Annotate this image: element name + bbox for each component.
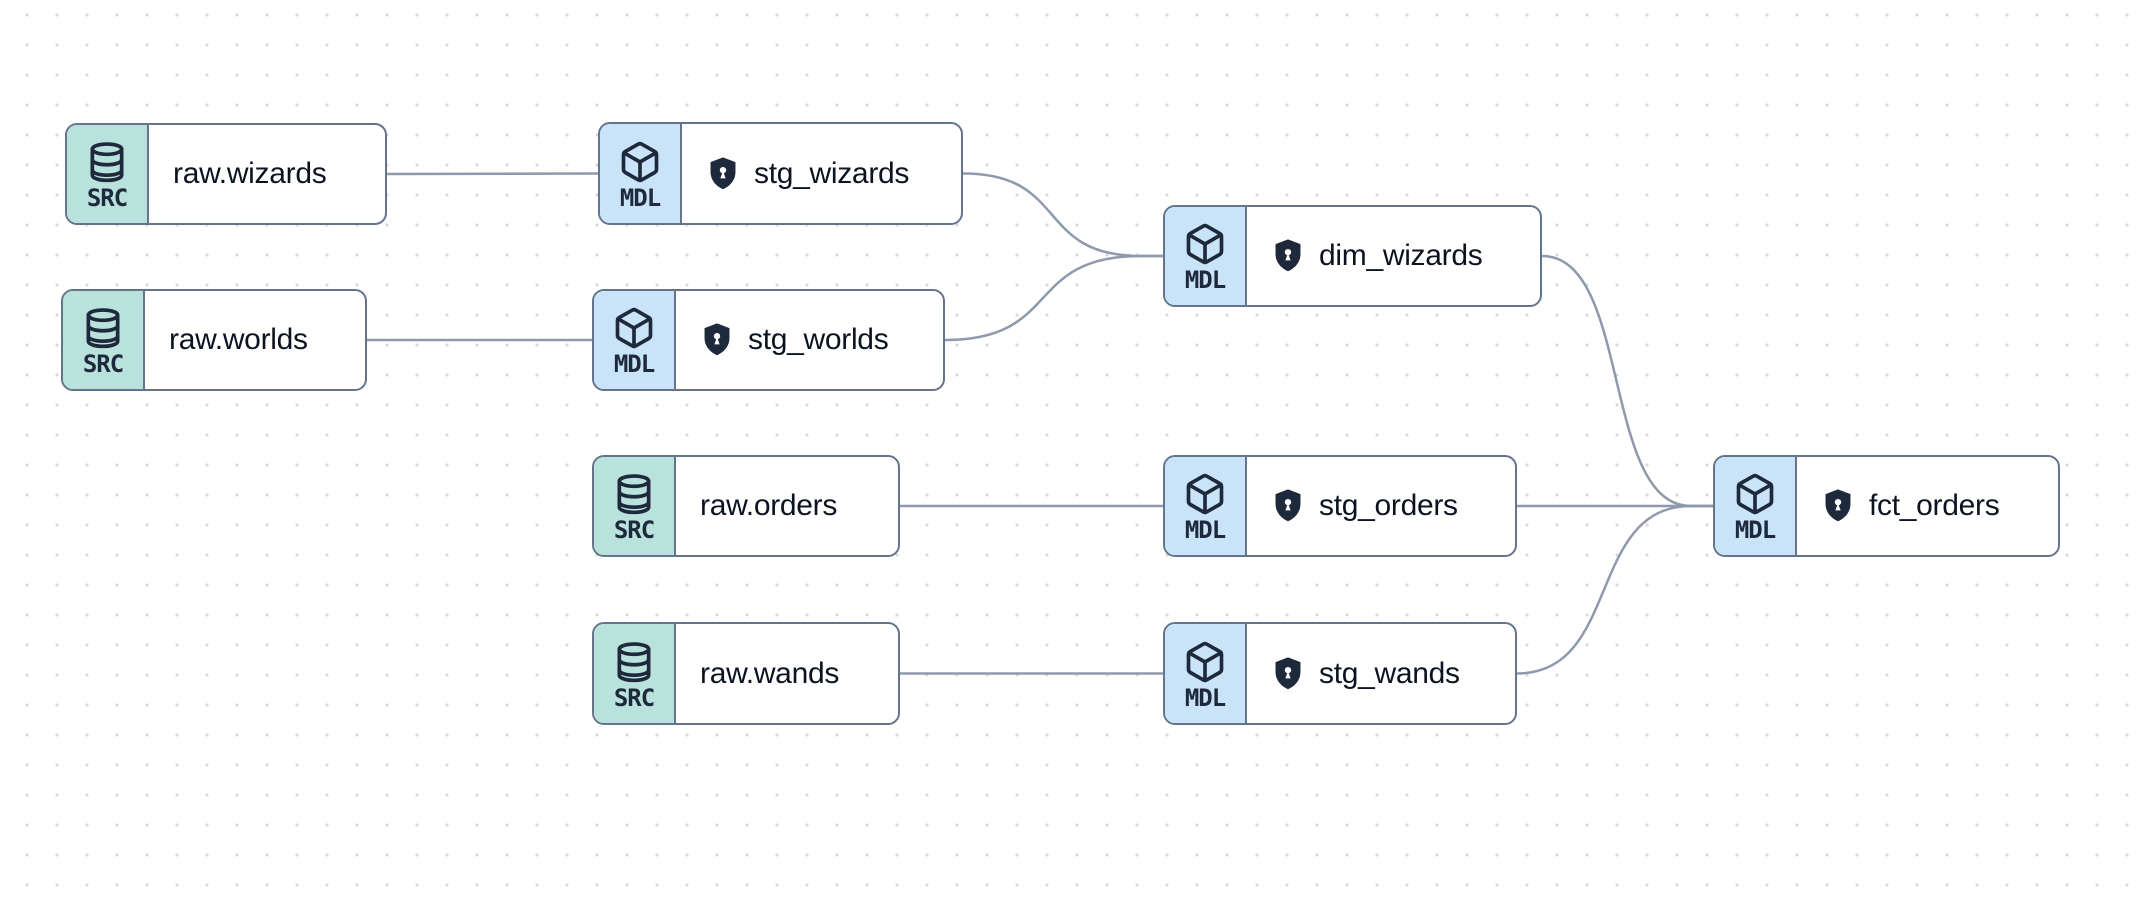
node-label: raw.orders [700,489,838,522]
edge-stg_wizards-dim_wizards [961,172,1165,258]
database-icon [85,140,129,184]
node-type-label: SRC [86,184,128,213]
node-type-badge: SRC [594,457,676,555]
node-type-badge: SRC [594,624,676,723]
node-type-badge: MDL [1715,457,1797,555]
edge-dim_wizards-fct_orders [1540,254,1715,508]
node-type-label: SRC [613,516,655,545]
cube-icon [1733,472,1777,516]
node-raw_worlds[interactable]: SRC raw.worlds [61,289,367,391]
node-type-label: SRC [82,350,124,379]
shield-lock-icon [1271,488,1305,524]
node-type-label: SRC [613,683,655,712]
node-stg_wizards[interactable]: MDL stg_wizards [598,122,963,225]
node-body: raw.wizards [149,125,385,223]
node-label: raw.worlds [169,323,308,356]
node-type-label: MDL [1184,266,1226,295]
node-body: raw.worlds [145,291,365,389]
node-body: fct_orders [1797,457,2058,555]
node-type-label: MDL [1184,683,1226,712]
shield-lock-icon [1821,488,1855,524]
node-stg_worlds[interactable]: MDL stg_worlds [592,289,945,391]
node-label: raw.wands [700,656,840,690]
node-type-label: MDL [1734,516,1776,545]
node-type-label: MDL [1184,516,1226,545]
node-body: stg_wizards [682,124,961,223]
shield-lock-icon [706,156,740,192]
node-body: raw.wands [676,624,898,723]
node-body: stg_wands [1247,624,1515,723]
node-stg_wands[interactable]: MDL stg_wands [1163,622,1517,725]
node-fct_orders[interactable]: MDL fct_orders [1713,455,2060,557]
node-label: dim_wizards [1319,239,1483,272]
node-type-label: MDL [613,350,655,379]
node-label: stg_wands [1319,656,1460,690]
node-raw_wands[interactable]: SRC raw.wands [592,622,900,725]
node-stg_orders[interactable]: MDL stg_orders [1163,455,1517,557]
node-type-label: MDL [619,183,661,212]
node-type-badge: SRC [67,125,149,223]
node-body: raw.orders [676,457,898,555]
edge-stg_wands-fct_orders [1515,504,1715,675]
node-raw_wizards[interactable]: SRC raw.wizards [65,123,387,225]
cube-icon [1183,222,1227,266]
node-type-badge: MDL [1165,457,1247,555]
node-dim_wizards[interactable]: MDL dim_wizards [1163,205,1542,307]
node-label: raw.wizards [173,157,327,190]
node-label: stg_worlds [748,323,889,356]
node-type-badge: MDL [1165,624,1247,723]
node-label: fct_orders [1869,489,2000,522]
database-icon [612,640,656,684]
node-body: stg_worlds [676,291,943,389]
node-type-badge: SRC [63,291,145,389]
cube-icon [1183,640,1227,684]
node-label: stg_orders [1319,489,1458,522]
node-body: dim_wizards [1247,207,1540,305]
node-body: stg_orders [1247,457,1515,555]
edge-raw_wizards-stg_wizards [385,172,600,176]
database-icon [612,472,656,516]
node-type-badge: MDL [1165,207,1247,305]
shield-lock-icon [1271,238,1305,274]
cube-icon [618,140,662,184]
shield-lock-icon [1271,656,1305,692]
edge-stg_worlds-dim_wizards [943,254,1165,342]
node-label: stg_wizards [754,156,910,190]
cube-icon [1183,472,1227,516]
shield-lock-icon [700,322,734,358]
node-type-badge: MDL [594,291,676,389]
cube-icon [612,306,656,350]
database-icon [81,306,125,350]
node-type-badge: MDL [600,124,682,223]
node-raw_orders[interactable]: SRC raw.orders [592,455,900,557]
